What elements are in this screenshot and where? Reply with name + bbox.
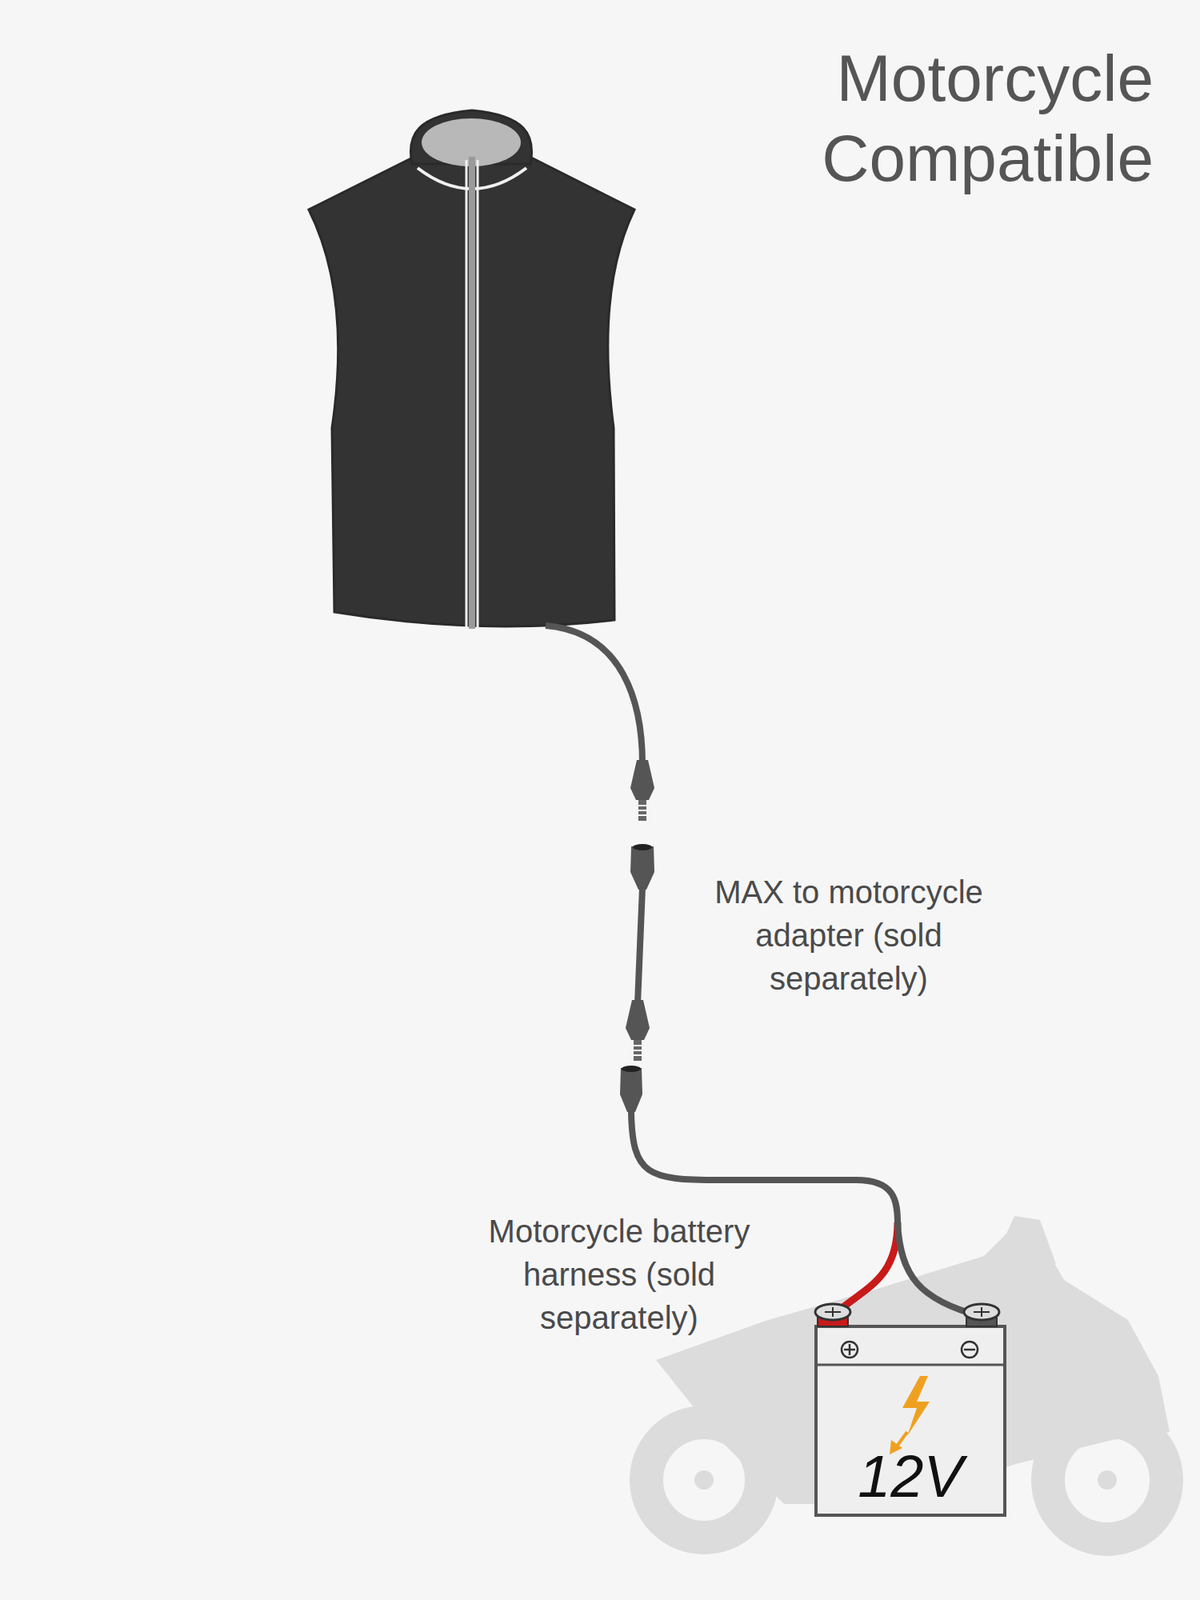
callout-label: Motorcycle battery harness (sold separat… [479,1209,760,1340]
battery [815,1304,1005,1516]
voltage-label: 12V [857,1444,964,1509]
max-adapter [625,844,655,1061]
callout-label: MAX to motorcycle adapter (sold separate… [692,870,1005,1000]
battery-box: 12V [816,1326,1005,1516]
title: Motorcycle Compatible [737,38,1154,199]
heated-vest [308,110,635,629]
vest-cable [545,625,655,821]
